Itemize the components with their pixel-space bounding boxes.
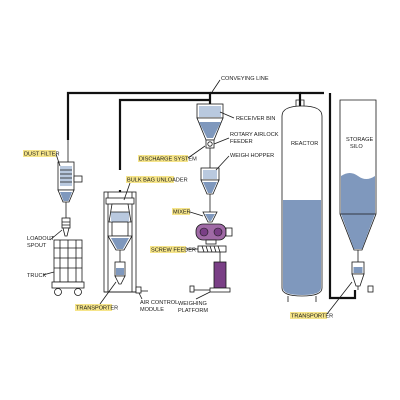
loadout-spout xyxy=(61,217,71,237)
storage-silo xyxy=(339,99,377,262)
dust-filter-label-group: DUST FILTER xyxy=(23,150,61,167)
mixer-label-group: MIXER xyxy=(172,208,204,217)
transporter-right xyxy=(351,261,374,293)
rotary-airlock-label-group: ROTARY AIRLOCK FEEDER xyxy=(213,132,279,145)
transporter-right-label: TRANSPORTER xyxy=(291,314,333,320)
receiver-bin-label: RECEIVER BIN xyxy=(236,116,275,122)
reactor xyxy=(281,99,323,302)
rotary-airlock-label-line2: FEEDER xyxy=(230,139,253,145)
bulk-bag-unloader xyxy=(103,191,137,293)
transporter-left-label: TRANSPORTER xyxy=(76,306,118,312)
air-control-module xyxy=(135,286,148,294)
reactor-label: REACTOR xyxy=(291,141,318,147)
screw-feeder xyxy=(197,245,227,262)
dust-filter xyxy=(57,140,83,218)
bulk-bag-unloader-label-group: BULK BAG UNLOADER xyxy=(123,176,188,201)
weighing-platform-label-line1: WEIGHING xyxy=(178,301,207,307)
receiver-bin xyxy=(196,103,224,141)
dust-filter-label: DUST FILTER xyxy=(24,152,60,158)
receiver-bin-label-group: RECEIVER BIN xyxy=(219,111,275,122)
weigh-hopper-label-group: WEIGH HOPPER xyxy=(215,153,274,171)
bulk-bag-unloader-label: BULK BAG UNLOADER xyxy=(127,178,188,184)
air-control-module-label-group: AIR CONTROL MODULE xyxy=(138,292,178,313)
weighing-platform xyxy=(189,261,231,293)
discharge-system-label: DISCHARGE SYSTEM xyxy=(139,157,197,163)
truck xyxy=(51,239,85,296)
truck-label-group: TRUCK xyxy=(27,271,55,279)
weigh-hopper-label: WEIGH HOPPER xyxy=(230,153,274,159)
transporter-right-label-group: TRANSPORTER xyxy=(290,281,353,320)
loadout-spout-label-line2: SPOUT xyxy=(27,243,47,249)
conveying-line-label: CONVEYING LINE xyxy=(221,76,269,82)
weighing-platform-label-line2: PLATFORM xyxy=(178,308,208,314)
mixer-label: MIXER xyxy=(173,210,191,216)
conveying-line-label-group: CONVEYING LINE xyxy=(211,76,269,93)
rotary-airlock-feeder xyxy=(205,139,215,168)
storage-silo-label-group: STORAGE SILO xyxy=(346,137,374,150)
screw-feeder-label: SCREW FEEDER xyxy=(151,248,196,254)
storage-silo-label-line1: STORAGE xyxy=(346,137,374,143)
mixer xyxy=(195,211,233,245)
truck-label: TRUCK xyxy=(27,273,47,279)
loadout-spout-label-group: LOADOUT SPOUT xyxy=(27,229,63,249)
discharge-system-label-group: DISCHARGE SYSTEM xyxy=(138,145,206,163)
transporter-left-label-group: TRANSPORTER xyxy=(75,281,118,312)
weighing-platform-label-group: WEIGHING PLATFORM xyxy=(178,291,211,314)
screw-feeder-label-group: SCREW FEEDER xyxy=(150,246,198,254)
storage-silo-label-line2: SILO xyxy=(350,144,363,150)
weigh-hopper xyxy=(200,167,220,212)
rotary-airlock-label-line1: ROTARY AIRLOCK xyxy=(230,132,279,138)
loadout-spout-label-line1: LOADOUT xyxy=(27,236,55,242)
air-control-module-label-line1: AIR CONTROL xyxy=(140,300,178,306)
air-control-module-label-line2: MODULE xyxy=(140,307,164,313)
